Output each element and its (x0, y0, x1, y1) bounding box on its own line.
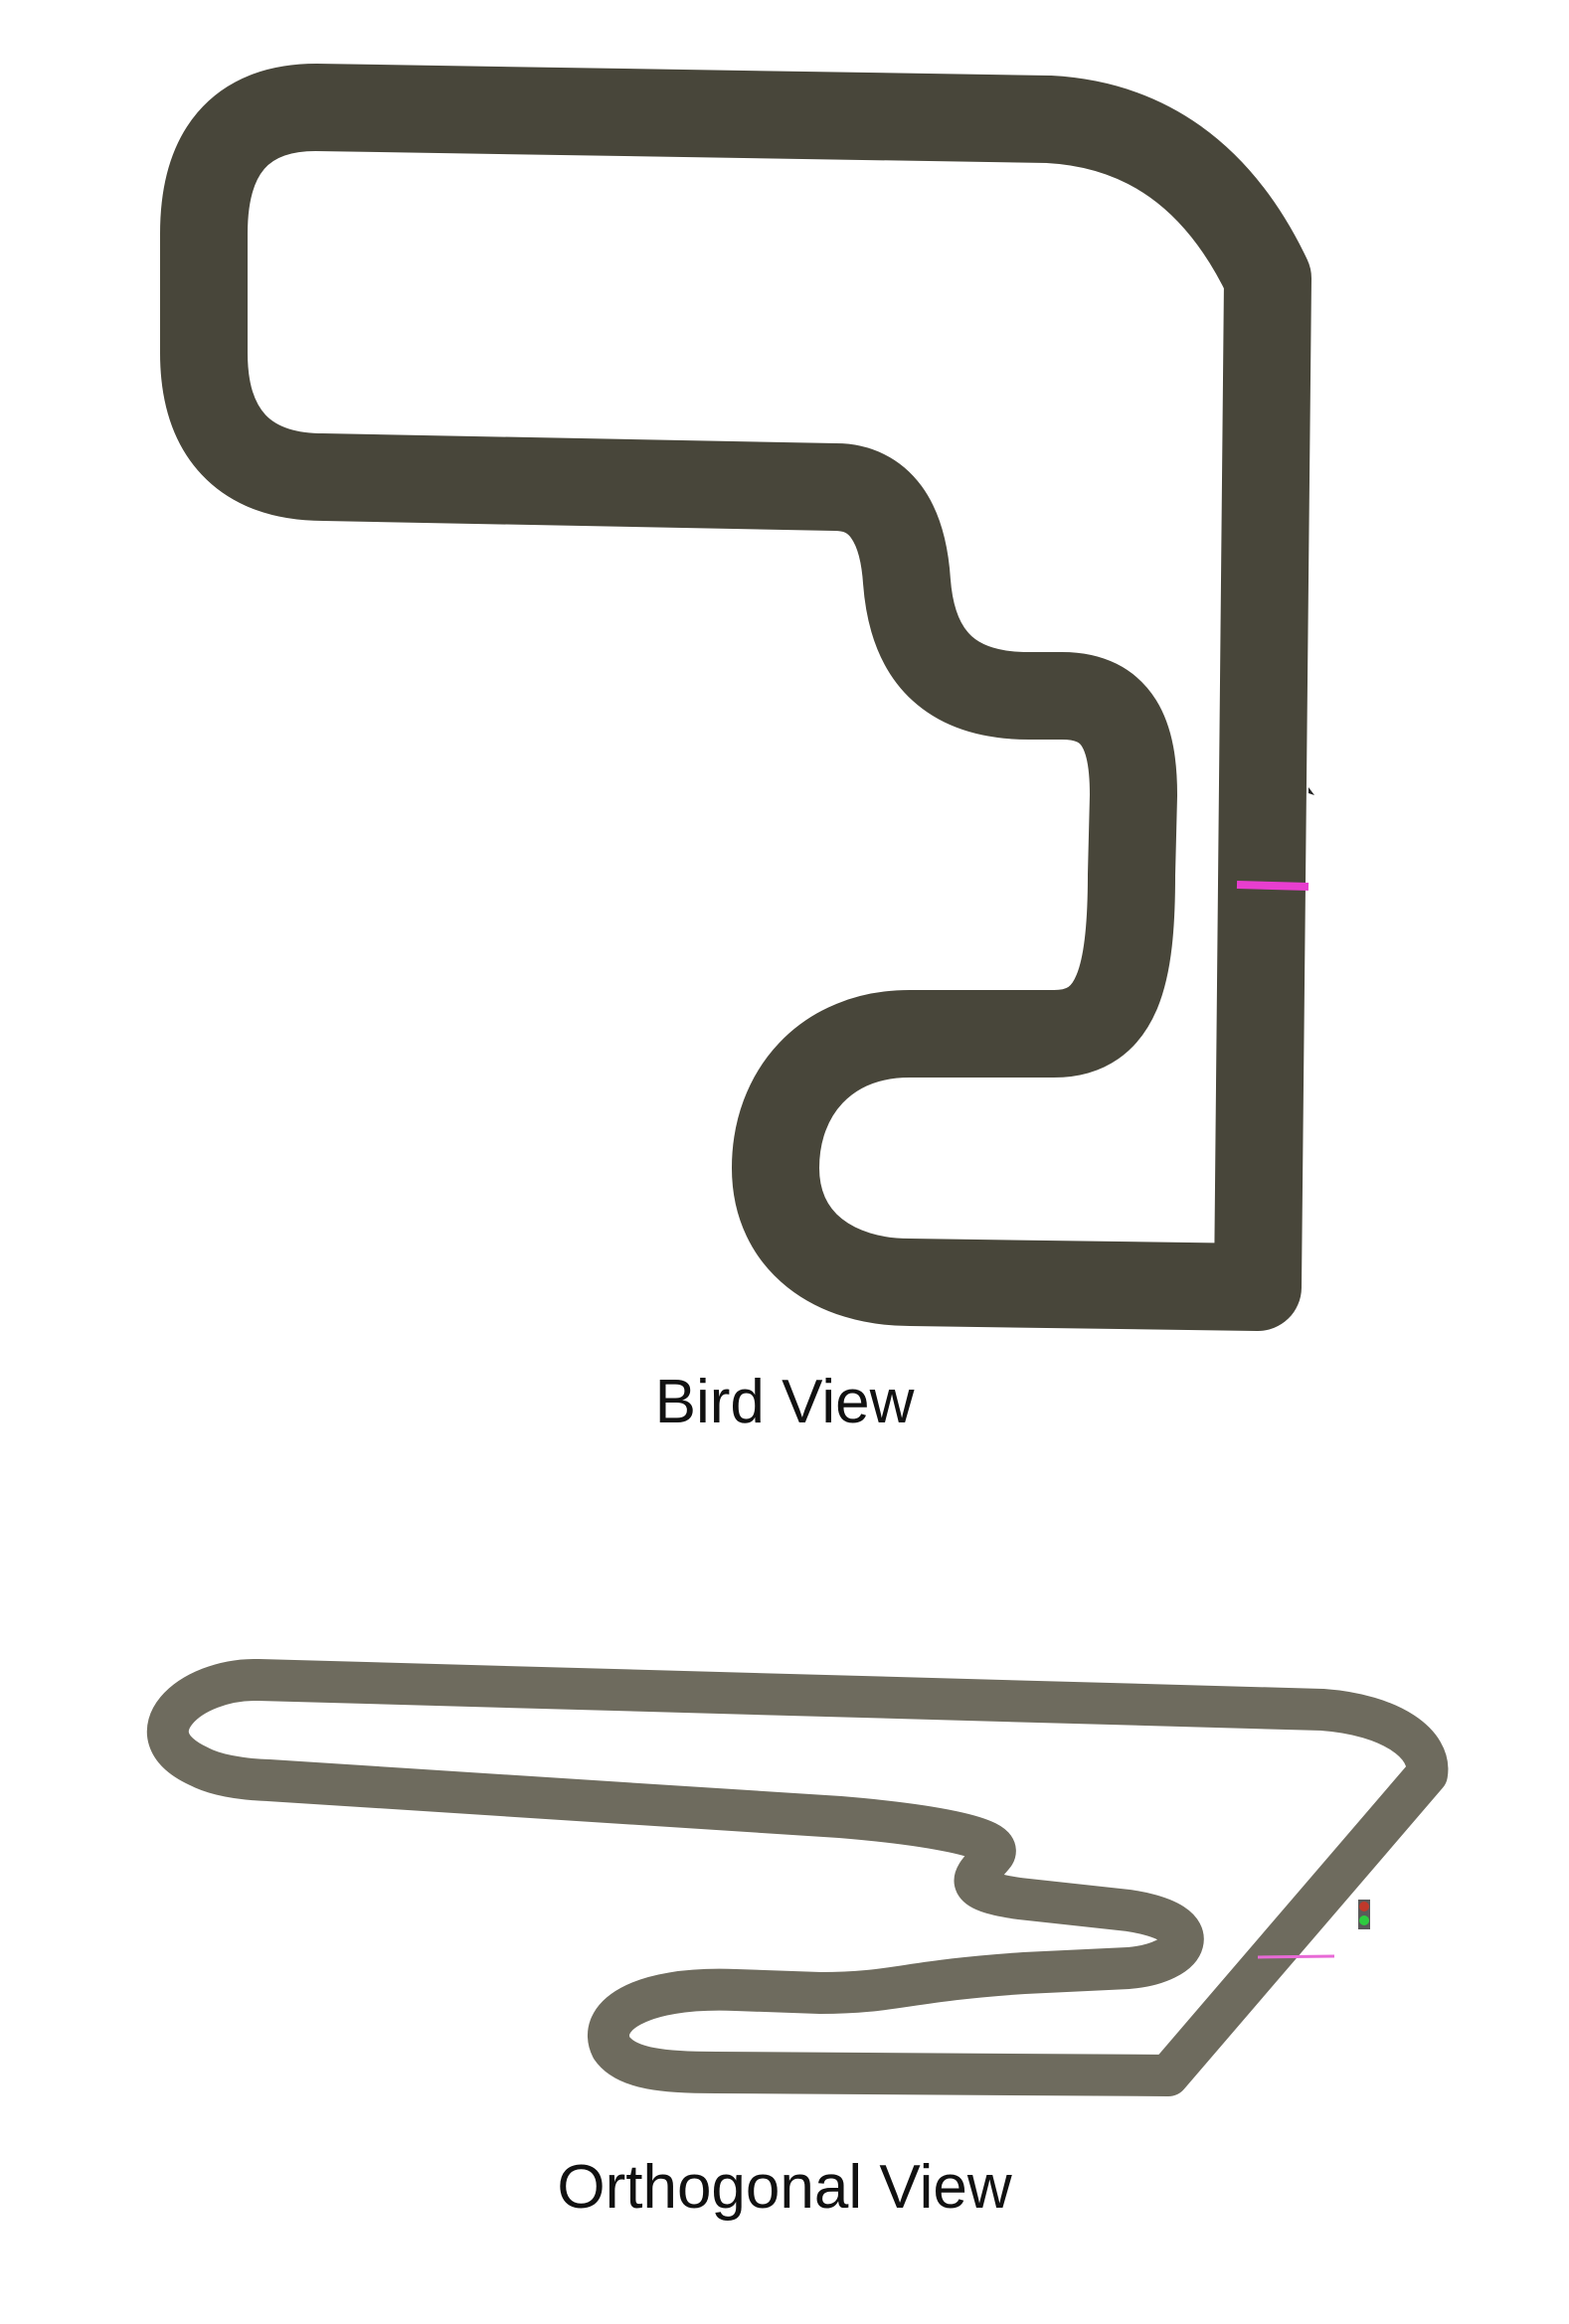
bird-pointer-mark (1308, 787, 1314, 795)
orthogonal-start-finish-line (1257, 1954, 1335, 1959)
bird-track-loop (160, 64, 1311, 1331)
orthogonal-view-track (146, 1659, 1449, 2096)
bird-start-finish-line (1236, 881, 1309, 891)
signal-light-icon (1358, 1900, 1370, 1929)
orthogonal-track-loop (146, 1659, 1449, 2096)
bird-view-caption: Bird View (654, 1368, 915, 1436)
bird-view-track (160, 64, 1314, 1331)
orthogonal-view-caption: Orthogonal View (557, 2153, 1012, 2222)
